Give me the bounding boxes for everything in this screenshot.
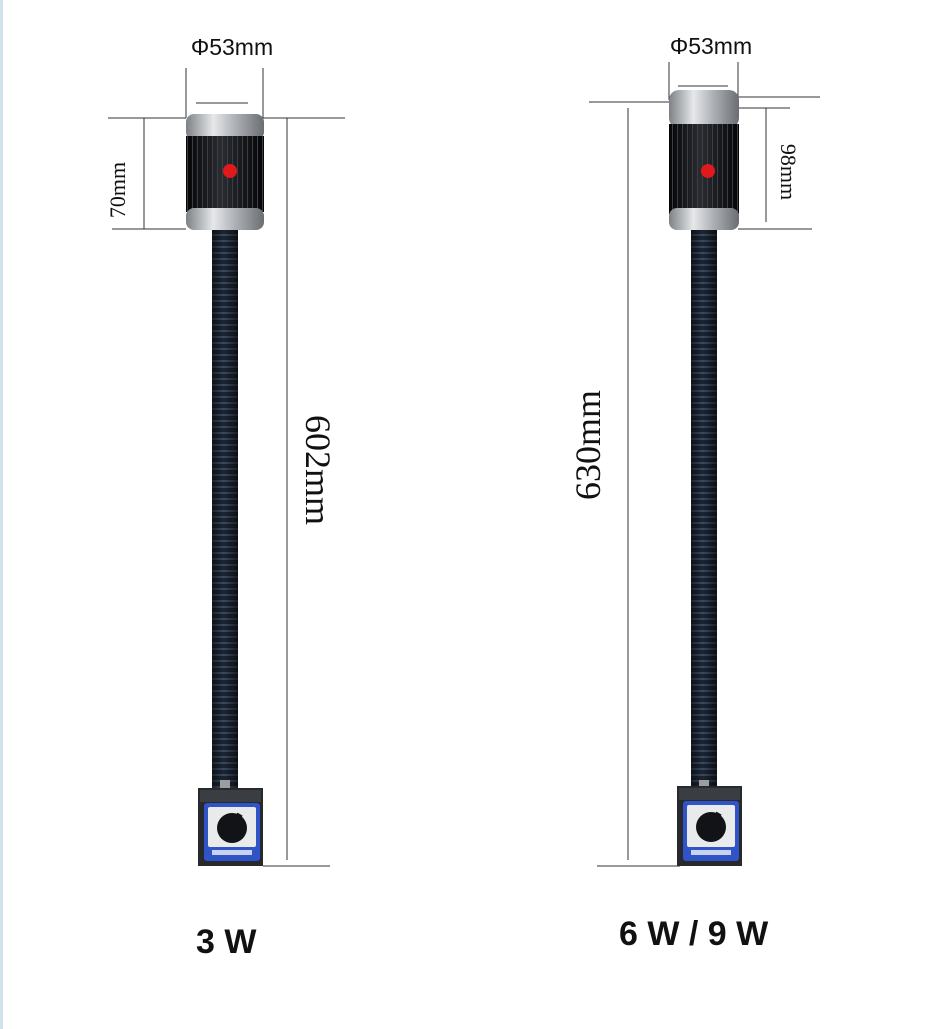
magnetic-base-large xyxy=(677,780,742,866)
total-length-dimension-large: 630mm xyxy=(568,108,680,867)
head-height-dimension-large: 98mm xyxy=(738,107,812,230)
head-height-label-large: 98mm xyxy=(776,144,801,200)
wattage-label-small: 3 W xyxy=(196,923,257,961)
head-height-dimension-small: 70mm xyxy=(105,117,186,230)
magnetic-base-small xyxy=(198,780,263,866)
lamp-head-large xyxy=(669,90,739,230)
diameter-label-small: Φ53mm xyxy=(191,34,273,60)
total-length-label-small: 602mm xyxy=(298,415,338,525)
diameter-label-large: Φ53mm xyxy=(670,33,752,59)
diameter-dimension-large: Φ53mm xyxy=(589,33,820,103)
power-button-large xyxy=(701,164,715,178)
total-length-label-large: 630mm xyxy=(568,390,608,500)
power-button-small xyxy=(223,164,237,178)
wattage-label-large: 6 W / 9 W xyxy=(619,915,769,953)
lamp-large: Φ53mm 98mm 630mm xyxy=(568,33,820,867)
lamp-head-small xyxy=(186,114,264,230)
gooseneck-large xyxy=(691,230,717,790)
lamp-small: Φ53mm 70mm 602mm xyxy=(105,34,345,867)
total-length-dimension-small: 602mm xyxy=(263,117,345,867)
gooseneck-small xyxy=(212,230,238,790)
head-height-label-small: 70mm xyxy=(105,162,130,218)
diameter-dimension-small: Φ53mm xyxy=(185,34,273,118)
left-border xyxy=(0,0,3,1029)
